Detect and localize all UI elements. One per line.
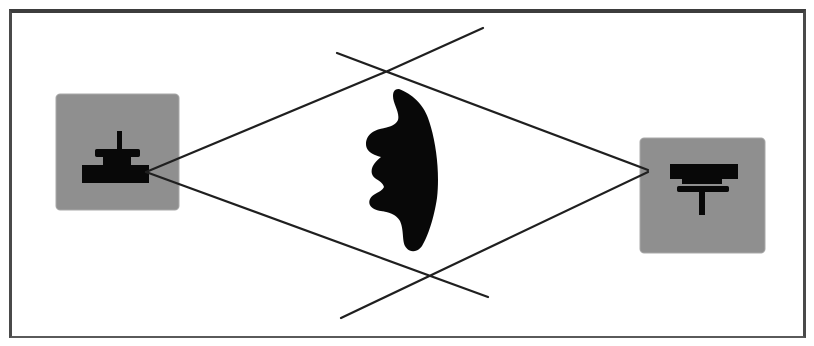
right-panel: [640, 138, 765, 253]
ray-upper-tail: [390, 28, 483, 70]
ray-upper-left: [146, 70, 390, 172]
center-silhouette: [366, 89, 438, 251]
left-panel: [56, 94, 179, 210]
